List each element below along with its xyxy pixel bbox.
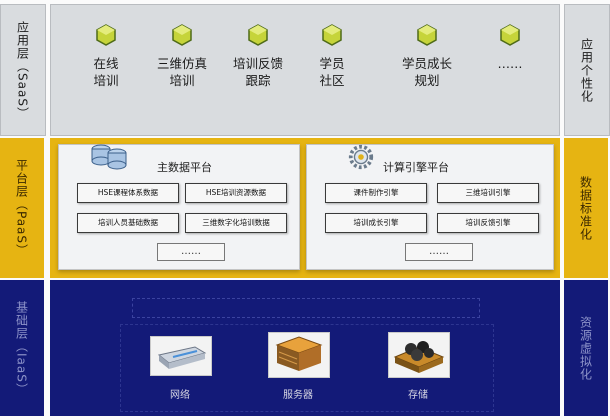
app-student-growth-plan: 学员成长 规划 [387,23,467,89]
saas-layer-label-box: 应用层（SaaS） [0,4,46,136]
network-switch-icon [157,346,207,369]
cube-icon [322,24,342,46]
saas-right-label-box: 应用个性化 [564,4,610,136]
data-cell: 三维数字化培训数据 [185,213,287,233]
main-data-platform-title: 主数据平台 [157,161,212,174]
app-label-line2: 培训 [93,73,119,88]
paas-right-label: 数据标准化 [578,175,593,241]
cube-icon [96,24,116,46]
paas-layer-label: 平台层（PaaS） [14,158,29,258]
data-more-cell: …… [157,243,225,261]
app-online-training: 在线 培训 [71,23,141,89]
app-label-line2: 培训 [169,73,195,88]
saas-band: 应用层（SaaS） 在线 培训 三维仿真 培训 培训反馈 跟踪 学员 社区 [0,0,610,138]
data-cell: 培训人员基础数据 [77,213,179,233]
engine-more-cell: …… [405,243,473,261]
app-training-feedback-tracking: 培训反馈 跟踪 [223,23,293,89]
paas-band: 平台层（PaaS） 主数据平台 HSE课程体系数据 HSE培训资源数据 培训人员… [0,138,610,280]
server-image [268,332,330,378]
app-3d-simulation-training: 三维仿真 培训 [147,23,217,89]
compute-engine-title: 计算引擎平台 [383,161,449,174]
saas-layer-label: 应用层（SaaS） [15,20,30,120]
paas-platform-area: 主数据平台 HSE课程体系数据 HSE培训资源数据 培训人员基础数据 三维数字化… [50,138,560,278]
iaas-layer-label-box: 基础层（IaaS） [0,280,44,416]
storage-image [388,332,450,378]
iaas-band: 基础层（IaaS） 网络 [0,280,610,420]
saas-right-label: 应用个性化 [579,37,594,103]
cube-icon [500,24,520,46]
engine-cell: 课件制作引擎 [325,183,427,203]
network-label: 网络 [170,390,190,401]
app-label-line2: 规划 [414,73,440,88]
app-label-line1: 学员 [319,56,345,71]
paas-layer-label-box: 平台层（PaaS） [0,138,44,278]
storage-label: 存储 [408,390,428,401]
iaas-right-label: 资源虚拟化 [578,315,593,381]
engine-cell: 培训反馈引擎 [437,213,539,233]
cube-icon [417,24,437,46]
iaas-right-label-box: 资源虚拟化 [564,280,608,416]
network-image [150,336,212,376]
storage-icon [393,341,445,373]
app-label-line1: …… [497,56,523,71]
app-label-line1: 培训反馈 [232,56,283,71]
data-cell: HSE培训资源数据 [185,183,287,203]
paas-right-label-box: 数据标准化 [564,138,608,278]
main-data-platform-panel: 主数据平台 HSE课程体系数据 HSE培训资源数据 培训人员基础数据 三维数字化… [58,144,300,270]
cube-icon [172,24,192,46]
compute-engine-platform-panel: 计算引擎平台 课件制作引擎 三维培训引擎 培训成长引擎 培训反馈引擎 …… [306,144,554,270]
server-icon [275,336,323,371]
app-label-line1: 在线 [93,56,119,71]
engine-cell: 培训成长引擎 [325,213,427,233]
cube-icon [248,24,268,46]
app-label-line1: 学员成长 [401,56,452,71]
virtualization-box [132,298,480,318]
server-label: 服务器 [283,390,313,401]
data-cell: HSE课程体系数据 [77,183,179,203]
app-student-community: 学员 社区 [297,23,367,89]
engine-cell: 三维培训引擎 [437,183,539,203]
app-label-line2: 社区 [319,73,345,88]
iaas-layer-label: 基础层（IaaS） [14,300,29,396]
app-label-line1: 三维仿真 [156,56,207,71]
app-more: …… [475,23,545,72]
resource-group-box [120,324,494,412]
saas-app-panel: 在线 培训 三维仿真 培训 培训反馈 跟踪 学员 社区 学员成长 规划 [50,4,560,136]
iaas-resource-area: 网络 服务器 存储 [50,280,560,416]
gear-icon [348,144,374,170]
database-icon [91,144,127,170]
app-label-line2: 跟踪 [245,73,271,88]
